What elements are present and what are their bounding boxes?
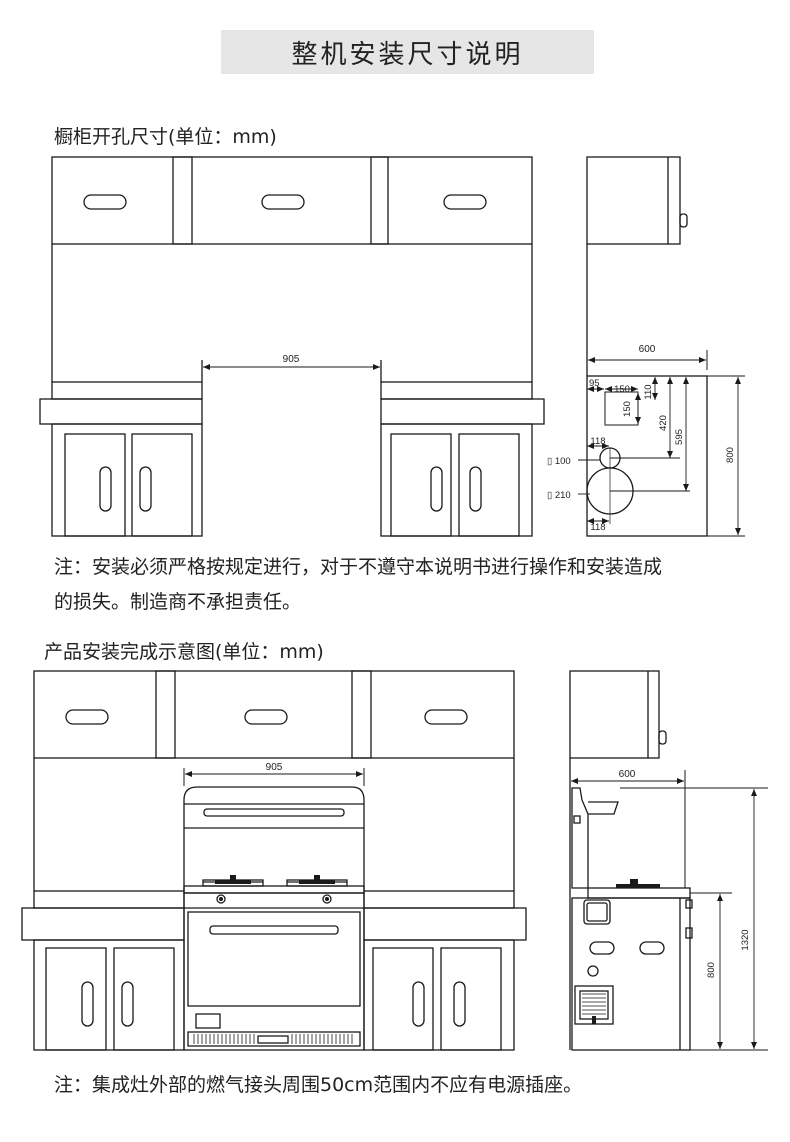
cabinet-front-view-2 — [21, 670, 527, 1051]
oven-door — [187, 911, 361, 1007]
range-hood — [183, 786, 365, 829]
dim-420-label: 420 — [658, 415, 669, 431]
counter-edge-right — [380, 398, 545, 425]
handle — [261, 194, 305, 210]
handle — [65, 709, 109, 725]
hole-210-label: ▯ 210 — [547, 490, 571, 501]
handle — [81, 981, 94, 1027]
cooktop — [183, 885, 365, 894]
handle — [244, 709, 288, 725]
handle — [139, 466, 152, 512]
handle — [412, 981, 425, 1027]
cabinet-front-view-1 — [39, 156, 545, 537]
section2-heading: 产品安装完成示意图(单位：mm) — [44, 641, 324, 663]
handle — [99, 466, 112, 512]
stove-side-body — [571, 897, 691, 1051]
cabinet-divider — [172, 156, 193, 245]
dim-110-label: 110 — [643, 384, 654, 399]
stove-body — [183, 892, 365, 1051]
handle — [83, 194, 127, 210]
page-title: 整机安装尺寸说明 — [291, 39, 524, 70]
handle — [424, 709, 468, 725]
burner-details — [215, 875, 335, 901]
cabinet-divider — [351, 670, 372, 759]
dim-95-label: 95 — [589, 378, 600, 389]
base-cabinet-left — [51, 423, 203, 537]
counter-edge-left — [39, 398, 203, 425]
dim-905-label-2: 905 — [266, 762, 283, 773]
handle — [430, 466, 443, 512]
dim-800-label: 800 — [725, 447, 736, 463]
cabinet-divider — [155, 670, 176, 759]
dim-595-label: 595 — [674, 429, 685, 445]
handle — [469, 466, 482, 512]
section1-note-line2: 的损失。制造商不承担责任。 — [54, 591, 302, 613]
upper-cabinet-block — [51, 156, 533, 245]
section2-note: 注：集成灶外部的燃气接头周围50cm范围内不应有电源插座。 — [54, 1074, 583, 1096]
cabinet-side-view-2 — [569, 670, 768, 1051]
upper-cabinet-side — [586, 156, 681, 245]
title-banner: 整机安装尺寸说明 — [221, 30, 594, 74]
section1-note-line1: 注：安装必须严格按规定进行，对于不遵守本说明书进行操作和安装造成 — [54, 556, 663, 578]
dim-600-label: 600 — [639, 344, 656, 355]
counter-top-left — [51, 381, 203, 400]
dim-800-label-2: 800 — [706, 962, 717, 978]
section1-heading: 橱柜开孔尺寸(单位：mm) — [54, 126, 277, 148]
base-cabinet-right — [380, 423, 533, 537]
handle — [453, 981, 466, 1027]
vent-slots — [193, 1034, 353, 1044]
dim-905-label: 905 — [283, 354, 300, 365]
dim-600-label-2: 600 — [619, 769, 636, 780]
handle — [443, 194, 487, 210]
dim-150-width-label: 150 — [614, 384, 630, 395]
handle — [121, 981, 134, 1027]
dim-150-height-label: 150 — [622, 401, 633, 417]
cabinet-divider — [370, 156, 389, 245]
side-vent-hatching — [582, 993, 606, 1015]
cabinet-side-view-1 — [578, 156, 745, 537]
dim-1320-label: 1320 — [740, 929, 751, 950]
counter-top-right — [380, 381, 533, 400]
hole-100-label: ▯ 100 — [547, 456, 571, 467]
side-burner-details — [592, 879, 660, 1024]
dim-118-top-label: 118 — [590, 436, 605, 447]
dim-118-bottom-label: 118 — [590, 522, 605, 533]
